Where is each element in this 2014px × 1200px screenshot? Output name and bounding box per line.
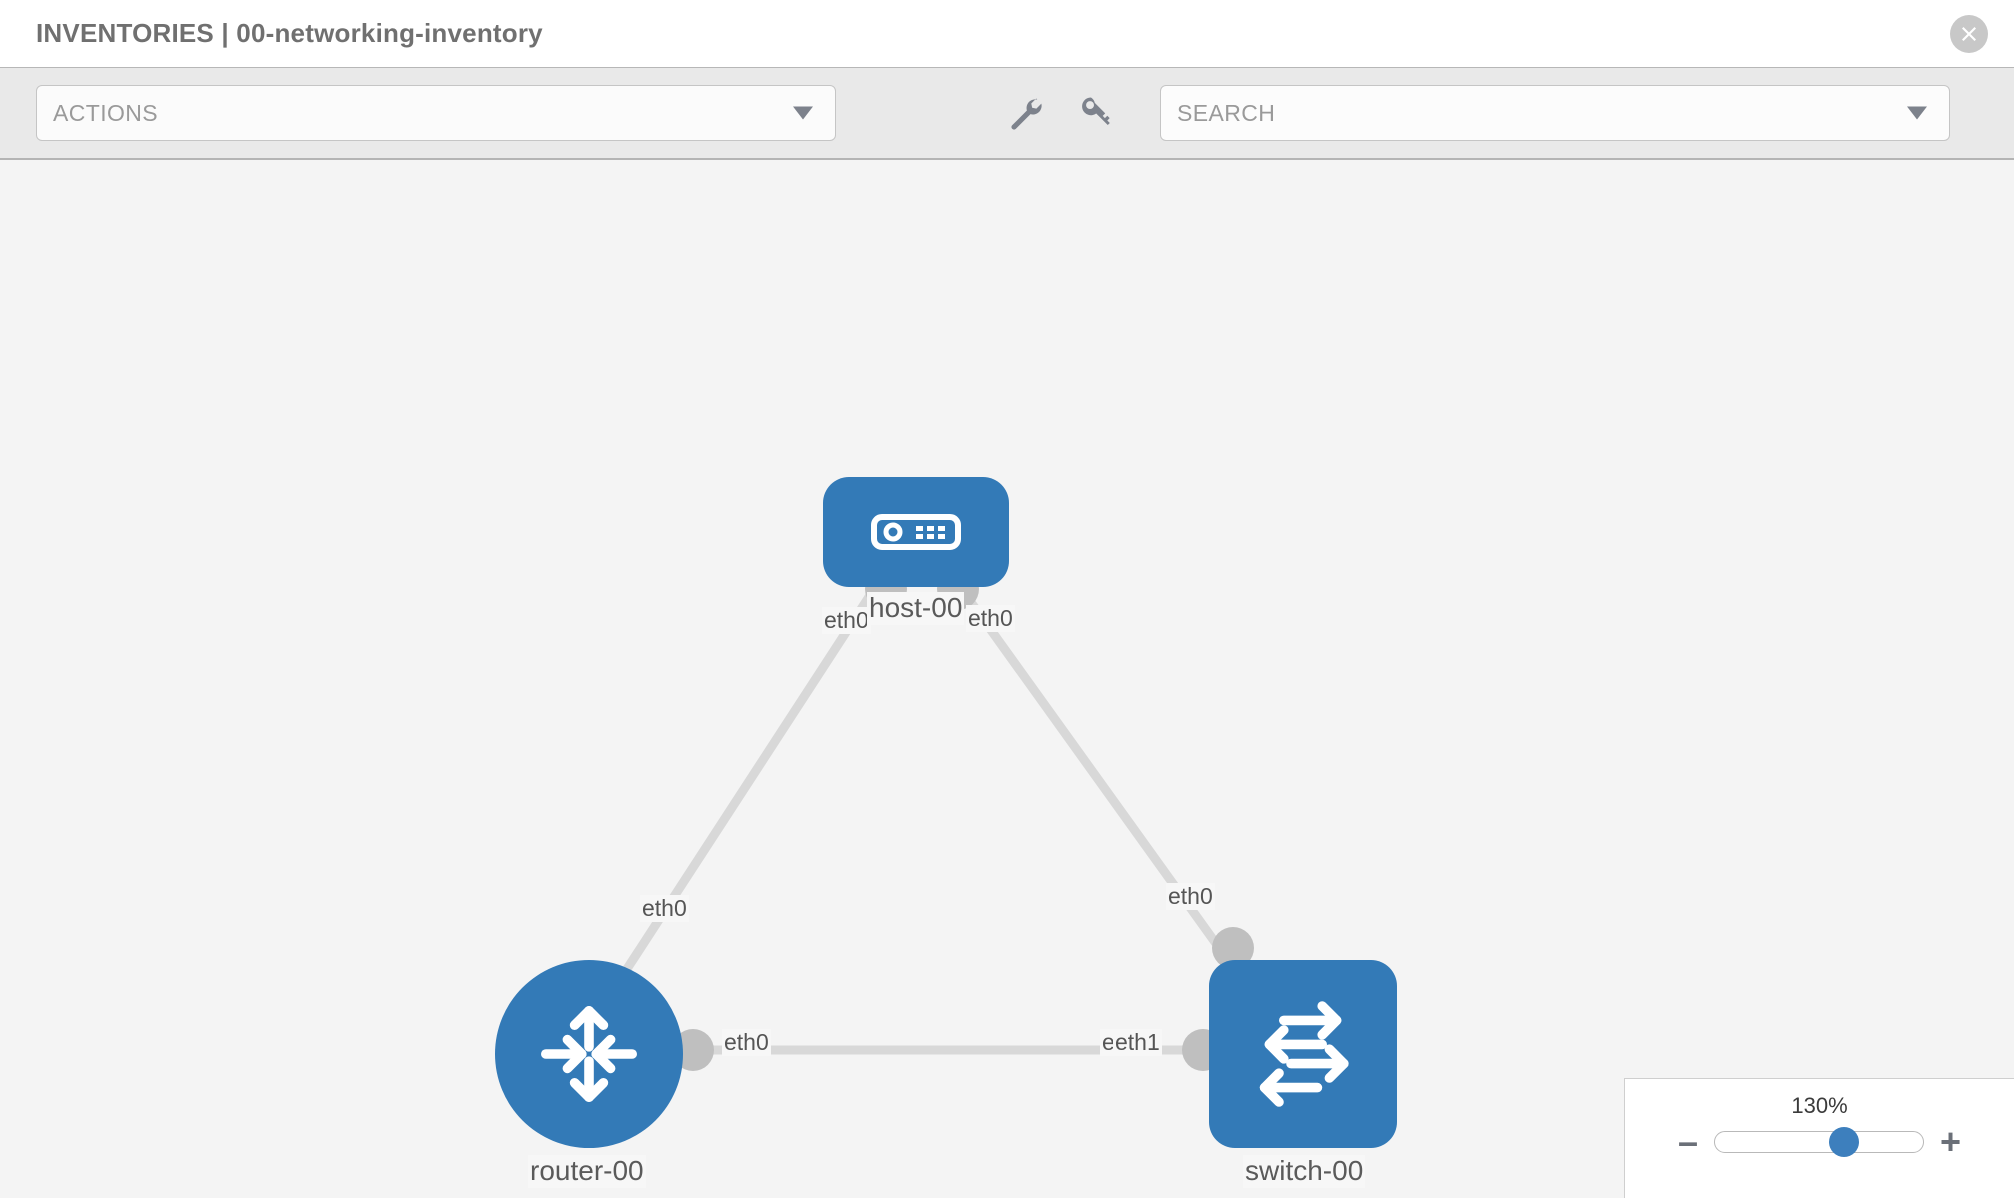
edge-host-router[interactable]	[606, 577, 884, 998]
edge-label-host-right: eth0	[966, 605, 1015, 633]
node-label-switch-00: switch-00	[1243, 1155, 1366, 1188]
toolbar: ACTIONS	[0, 68, 2014, 160]
actions-dropdown[interactable]: ACTIONS	[36, 85, 836, 141]
page-title: INVENTORIES | 00-networking-inventory	[36, 18, 543, 48]
topology-edges	[606, 577, 1239, 1055]
edge-label-router-right: eth0	[722, 1029, 771, 1057]
node-host-00[interactable]	[823, 477, 1009, 587]
zoom-level-label: 130%	[1791, 1093, 1848, 1118]
zoom-in-button[interactable]: +	[1940, 1121, 1962, 1162]
node-label-router-00: router-00	[528, 1155, 646, 1188]
close-button[interactable]	[1950, 14, 1988, 53]
edge-label-host-left: eth0	[822, 607, 871, 635]
node-router-00[interactable]	[495, 960, 683, 1148]
zoom-slider[interactable]	[1714, 1127, 1924, 1157]
search-chevron-down-icon[interactable]	[1907, 106, 1927, 120]
page-header: INVENTORIES | 00-networking-inventory	[0, 0, 2014, 68]
chevron-down-icon	[793, 106, 813, 120]
search-field[interactable]	[1160, 85, 1950, 141]
switch-icon	[1259, 1001, 1349, 1107]
node-switch-00[interactable]	[1209, 960, 1397, 1148]
zoom-out-button[interactable]: –	[1677, 1121, 1698, 1162]
toolbar-icon-group	[1006, 94, 1116, 132]
router-icon	[541, 1006, 637, 1102]
node-label-host-00: host-00	[867, 592, 965, 625]
edge-label-switch-left: eth1	[1113, 1029, 1162, 1057]
wrench-icon[interactable]	[1006, 94, 1044, 132]
topology-canvas[interactable]: eth0 eth0 eth0 eth0 eth0 eth eth1 host-0…	[0, 160, 2014, 1198]
key-icon[interactable]	[1078, 94, 1116, 132]
actions-dropdown-label: ACTIONS	[53, 99, 159, 126]
zoom-widget: 130% – +	[1624, 1078, 2014, 1198]
server-icon	[871, 514, 961, 550]
edge-host-switch[interactable]	[951, 577, 1239, 973]
edge-label-switch-up: eth0	[1166, 883, 1215, 911]
search-input[interactable]	[1177, 99, 1873, 127]
zoom-slider-thumb[interactable]	[1828, 1127, 1859, 1157]
close-icon	[1962, 26, 1976, 41]
zoom-controls: – +	[1625, 1121, 2014, 1162]
edge-label-router-up: eth0	[640, 895, 689, 923]
